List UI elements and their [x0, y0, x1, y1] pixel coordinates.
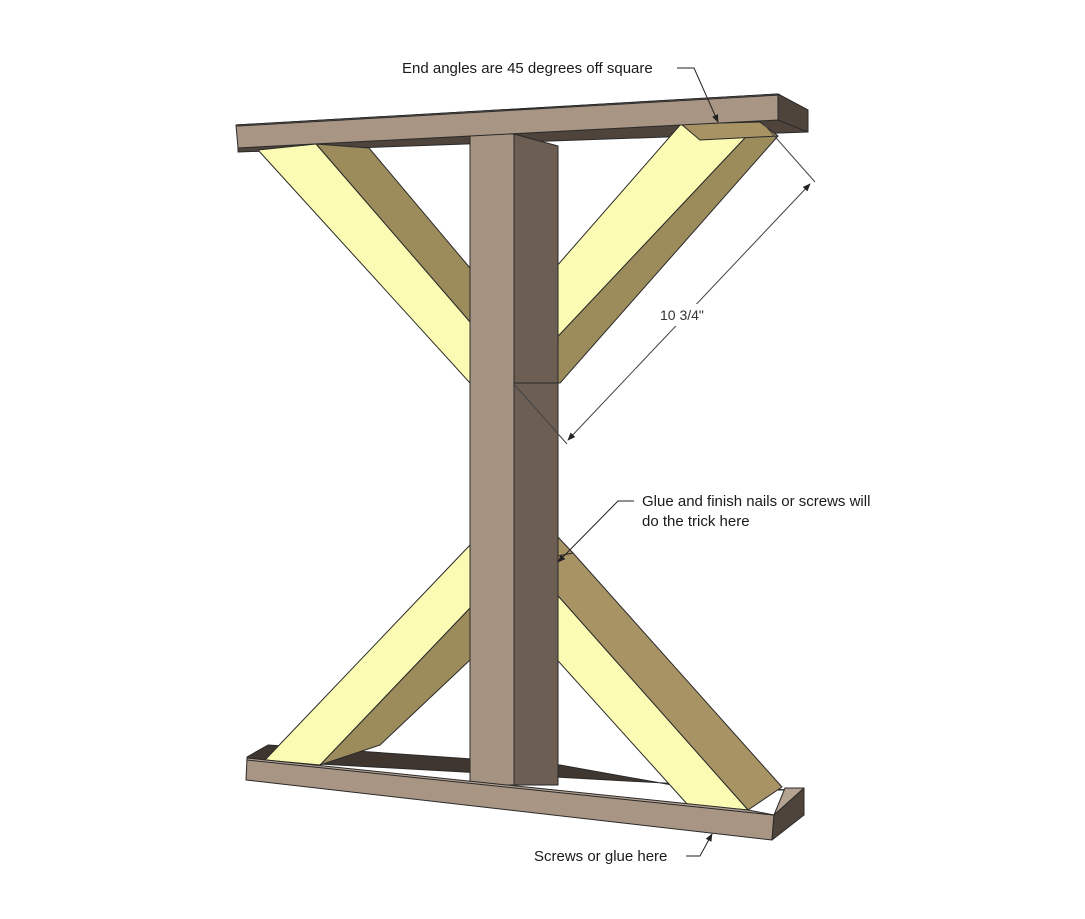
dimension-label-bg — [652, 304, 718, 326]
glue-leader — [557, 500, 634, 563]
post-side — [513, 133, 559, 786]
post-face — [469, 133, 515, 786]
top-rail-top — [235, 93, 781, 127]
dimension-label: 10 3/4" — [660, 307, 704, 323]
glue-callout-line1: Glue and finish nails or screws will — [642, 493, 870, 510]
screws-leader — [686, 833, 713, 857]
top-rail-end — [777, 93, 809, 133]
glue-callout-line2: do the trick here — [642, 513, 750, 530]
top-angles-leader — [677, 67, 719, 123]
top-angles-callout: End angles are 45 degrees off square — [402, 60, 653, 77]
dimension-extension-top — [761, 121, 816, 183]
bottom-rail-upper-edge — [246, 757, 805, 816]
screws-callout: Screws or glue here — [534, 848, 667, 865]
dimension-extension-bottom — [513, 383, 568, 445]
